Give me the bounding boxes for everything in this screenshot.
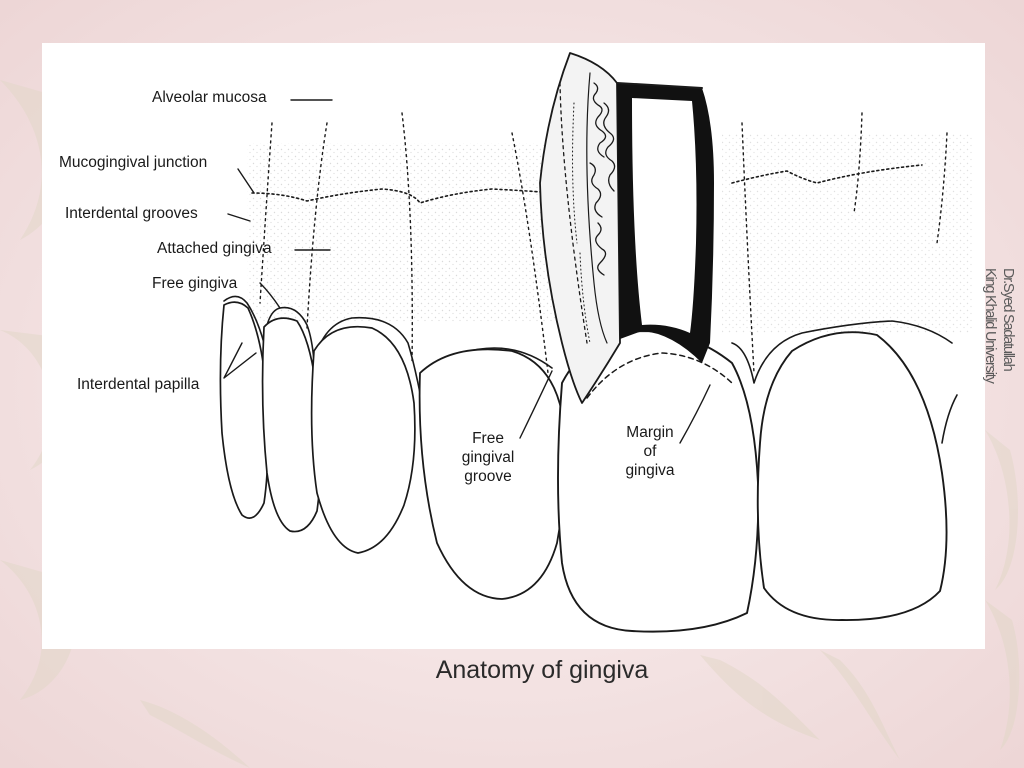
label-free-gingival-groove-line-1: Free <box>472 430 504 447</box>
author-institution: King Khalid University <box>982 268 998 383</box>
slide-caption: Anatomy of gingiva <box>435 656 649 684</box>
tooth-3 <box>310 325 416 554</box>
tooth-4 <box>418 348 566 600</box>
label-margin-of-gingiva-line-3: gingiva <box>625 462 675 479</box>
label-interdental-papilla: Interdental papilla <box>77 376 200 393</box>
tooth-6 <box>756 331 948 621</box>
label-free-gingival-groove-line-2: gingival <box>461 449 515 466</box>
label-mucogingival-junction: Mucogingival junction <box>59 154 208 171</box>
label-margin-of-gingiva: Margin of gingiva <box>610 423 690 480</box>
leader-lines <box>223 99 711 444</box>
tooth-1 <box>219 301 269 519</box>
diagram-panel: Alveolar mucosa Mucogingival junction In… <box>42 43 985 649</box>
gingival-margin-dashed <box>586 352 733 399</box>
label-free-gingival-groove-line-3: groove <box>464 468 512 485</box>
label-margin-of-gingiva-line-1: Margin <box>626 424 674 441</box>
gingiva-line-drawing <box>219 52 972 633</box>
root-section-outline <box>539 52 621 404</box>
label-free-gingiva: Free gingiva <box>152 275 238 292</box>
root-dentin <box>632 98 697 333</box>
bone-trabeculae <box>589 82 616 276</box>
author-name: Dr.Syed Sadatullah <box>1000 268 1016 371</box>
tooth-2 <box>261 317 322 533</box>
label-alveolar-mucosa: Alveolar mucosa <box>152 89 267 106</box>
label-free-gingival-groove: Free gingival groove <box>448 429 528 486</box>
label-margin-of-gingiva-line-2: of <box>643 443 657 460</box>
alveolar-stipple <box>247 143 567 323</box>
author-credit: Dr.Syed Sadatullah King Khalid Universit… <box>980 268 1020 418</box>
label-interdental-grooves: Interdental grooves <box>65 205 198 222</box>
label-attached-gingiva: Attached gingiva <box>157 240 272 257</box>
